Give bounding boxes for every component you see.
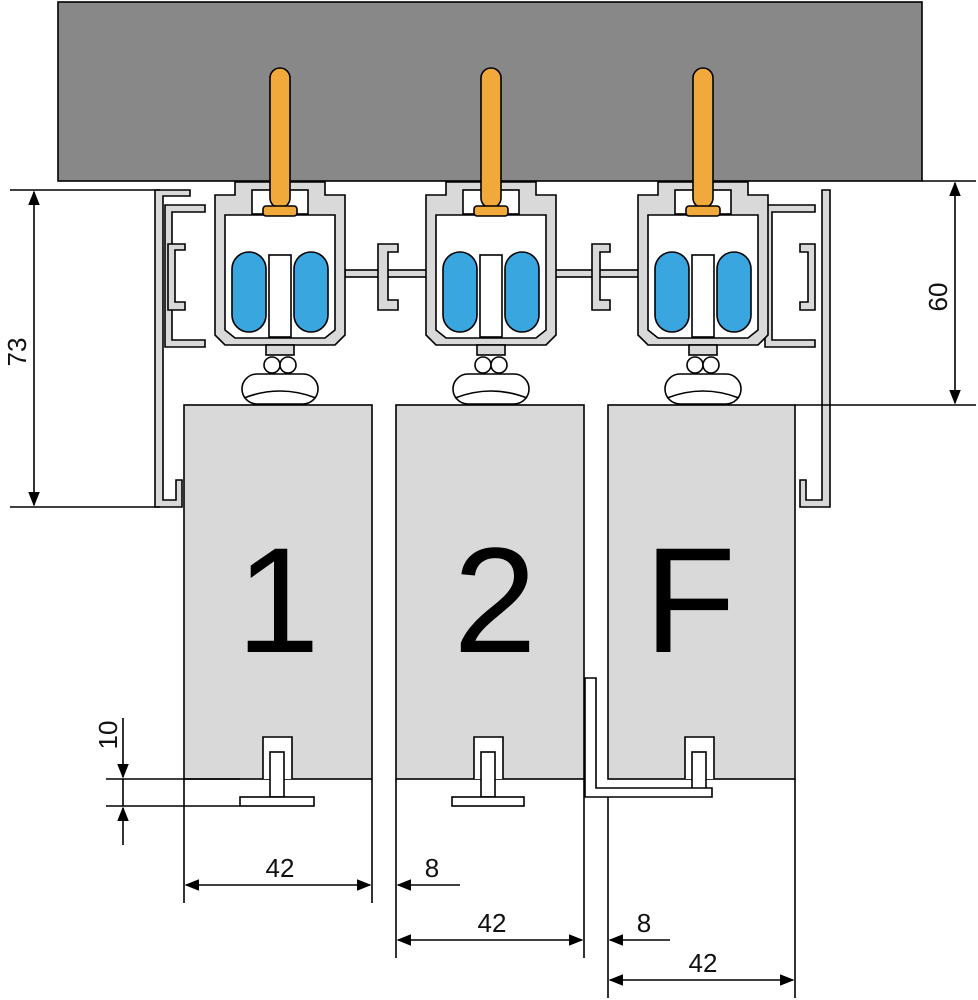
trolley-1-wheel-left bbox=[231, 251, 267, 333]
dim-panel-2-width: 42 bbox=[396, 908, 584, 946]
floor-guide-bracket bbox=[584, 677, 713, 798]
panel-3: F bbox=[607, 404, 796, 795]
panel-1-label: 1 bbox=[236, 516, 319, 684]
dim-total-height: 73 bbox=[2, 189, 160, 508]
dim-panel-1-width-label: 42 bbox=[266, 853, 295, 883]
panel-2-guide-base bbox=[451, 796, 525, 807]
trolley-3-bolt bbox=[692, 67, 714, 209]
left-frame-profile bbox=[154, 189, 206, 508]
trolley-3-wheel-right bbox=[716, 251, 752, 333]
trolley-2-nut-right bbox=[490, 356, 508, 374]
trolley-1-hanger-base bbox=[241, 373, 319, 405]
trolley-3-bolt-head bbox=[685, 205, 721, 217]
trolley-1-stem bbox=[265, 344, 295, 356]
trolley-1-wheel-right bbox=[293, 251, 329, 333]
connector-clip-1 bbox=[377, 243, 399, 311]
trolley-3-hanger-base bbox=[664, 373, 742, 405]
dim-carriage-height: 60 bbox=[795, 180, 976, 406]
trolley-2-hanger-base bbox=[452, 373, 530, 405]
dim-panel-2-width-label: 42 bbox=[478, 908, 507, 938]
trolley-2-axle bbox=[479, 254, 503, 338]
trolley-2-nut-left bbox=[474, 356, 492, 374]
trolley-3-hanger-curve bbox=[666, 390, 740, 399]
panel-1-body bbox=[183, 404, 373, 780]
extension-lines bbox=[183, 779, 796, 998]
panel-1: 1 bbox=[183, 404, 373, 807]
dim-carriage-height-label: 60 bbox=[923, 283, 953, 312]
trolley-3-stem bbox=[688, 344, 718, 356]
trolley-2-hanger-curve bbox=[454, 390, 528, 399]
panel-2-guide bbox=[480, 751, 496, 798]
dim-gap-2-label: 8 bbox=[637, 908, 651, 938]
dim-guide-offset-label: 10 bbox=[93, 721, 123, 750]
trolley-1-hanger-curve bbox=[243, 390, 317, 399]
right-frame-profile bbox=[764, 189, 831, 508]
panel-2: 2 bbox=[395, 404, 585, 807]
trolley-3-nut-left bbox=[686, 356, 704, 374]
trolley-2 bbox=[425, 67, 557, 405]
trolley-2-stem bbox=[476, 344, 506, 356]
panel-3-label: F bbox=[644, 516, 736, 684]
dim-panel-1-width: 42 bbox=[184, 853, 372, 891]
panel-2-label: 2 bbox=[453, 516, 536, 684]
panel-1-guide-base bbox=[239, 796, 315, 807]
panel-3-body bbox=[607, 404, 796, 780]
trolley-3 bbox=[637, 67, 769, 405]
dim-gap-1-label: 8 bbox=[425, 853, 439, 883]
trolley-2-wheel-left bbox=[442, 251, 478, 333]
connector-clip-2 bbox=[591, 243, 611, 311]
trolley-3-axle bbox=[691, 254, 715, 338]
trolley-3-wheel-left bbox=[654, 251, 690, 333]
trolley-1-nut-left bbox=[263, 356, 281, 374]
trolley-group bbox=[214, 67, 769, 405]
trolley-2-bolt-head bbox=[473, 205, 509, 217]
trolley-1 bbox=[214, 67, 346, 405]
trolley-1-axle bbox=[268, 254, 292, 338]
dim-panel-3-width-label: 42 bbox=[689, 948, 718, 978]
dim-gap-2: 8 bbox=[608, 908, 670, 946]
dim-panel-3-width: 42 bbox=[608, 948, 795, 986]
dim-guide-offset: 10 bbox=[93, 718, 240, 845]
trolley-2-wheel-right bbox=[504, 251, 540, 333]
panel-1-guide bbox=[269, 751, 285, 798]
trolley-1-nut-right bbox=[279, 356, 297, 374]
dim-total-height-label: 73 bbox=[2, 338, 32, 367]
trolley-1-bolt bbox=[269, 67, 291, 209]
dim-gap-1: 8 bbox=[396, 853, 460, 891]
trolley-3-nut-right bbox=[702, 356, 720, 374]
trolley-1-bolt-head bbox=[262, 205, 298, 217]
panel-2-body bbox=[395, 404, 585, 780]
trolley-2-bolt bbox=[480, 67, 502, 209]
